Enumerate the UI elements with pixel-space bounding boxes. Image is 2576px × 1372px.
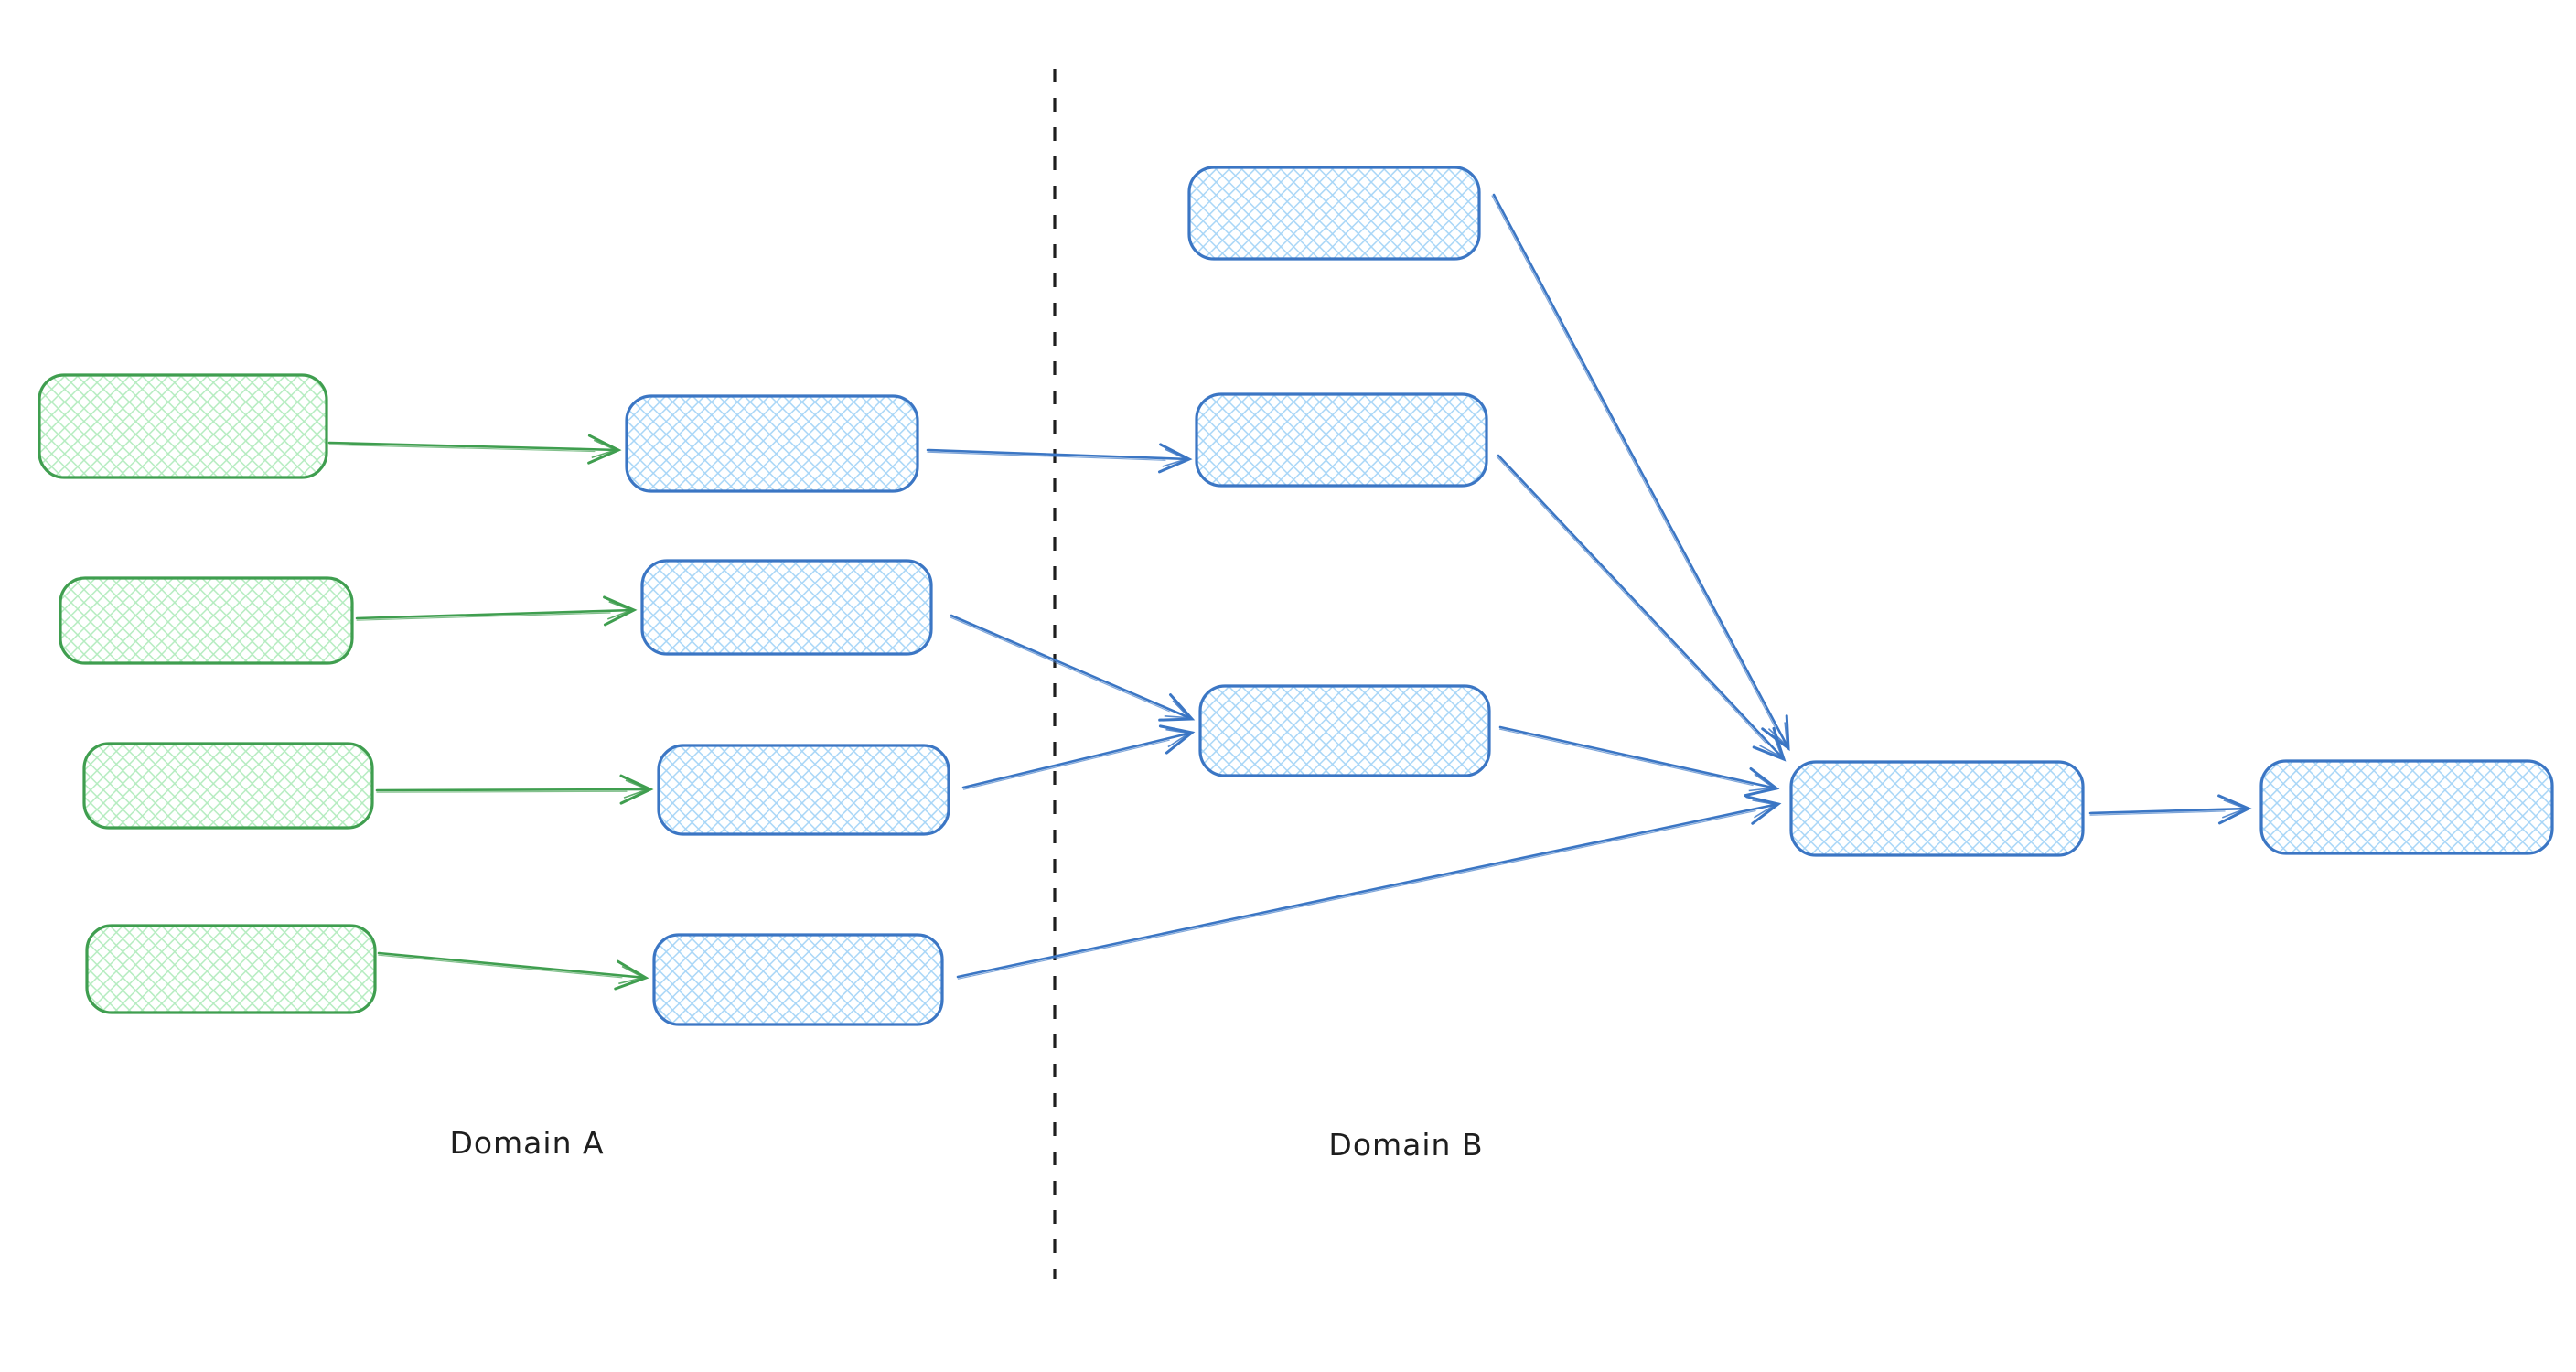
edge-source3-node3 [375,774,654,805]
edge-source2-node2-sketch-stroke [356,612,611,621]
edge-node2-b3 [950,614,1196,722]
domain-b-output [2259,759,2554,855]
domain-b-node-3 [1198,684,1491,777]
edge-hub-output [2088,794,2252,825]
domain-a-source-4 [85,924,377,1014]
edge-hub-output-sketch-stroke [2089,810,2226,816]
edge-node3-b3-sketch-stroke [962,739,1170,790]
edge-source4-node4 [377,951,649,991]
edge-b3-hub-sketch-stroke [1498,728,1754,787]
domain-a-source-3 [82,742,374,830]
edge-node4-hub-sketch-stroke [957,809,1756,980]
domain-a-node-1 [625,394,919,493]
edge-node2-b3-sketch-stroke [950,616,1170,713]
edge-b3-hub [1498,725,1780,798]
edge-node3-b3 [961,724,1196,789]
edge-node1-b2 [926,443,1193,474]
domain-a-source-2 [59,576,354,665]
edge-source3-node3-sketch-stroke [376,790,628,793]
edge-b2-hub-sketch-stroke [1496,456,1767,745]
edge-b2-hub [1497,454,1787,762]
edge-source4-node4-sketch-stroke [378,954,623,979]
edge-node1-b2-sketch-stroke [927,451,1166,461]
domain-b-hub [1789,760,2085,857]
domain-a-node-4 [652,933,944,1026]
domain-a-source-1 [38,373,328,479]
edge-source2-node2 [355,595,638,627]
edge-b1-hub-sketch-stroke [1491,195,1776,729]
edge-source1-node1-sketch-stroke [328,444,596,453]
edge-node4-hub [956,795,1782,979]
domain-b-node-1 [1187,166,1481,261]
domain-b-label: Domain B [1328,1127,1483,1163]
edge-source1-node1 [327,434,622,465]
domain-a-node-3 [657,744,950,836]
edge-b1-hub [1492,193,1790,752]
domain-b-node-2 [1195,392,1488,488]
domain-a-node-2 [640,559,933,656]
domain-a-label: Domain A [449,1125,604,1161]
